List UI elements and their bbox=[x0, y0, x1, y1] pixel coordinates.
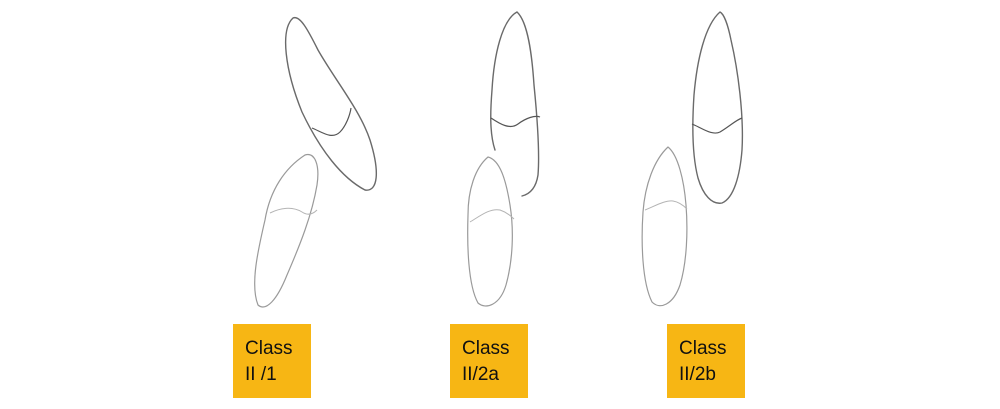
label-line-2: II /1 bbox=[245, 364, 277, 385]
label-class-ii-2a: Class II/2a bbox=[450, 324, 528, 398]
panel-class-ii-1 bbox=[254, 16, 378, 308]
label-class-ii-2b: Class II/2b bbox=[667, 324, 745, 398]
label-line-1: Class bbox=[462, 338, 510, 359]
upper-incisor-outline bbox=[284, 16, 378, 191]
lower-incisor-outline bbox=[254, 154, 319, 308]
lower-incisor-cej-line bbox=[644, 200, 688, 211]
panel-class-ii-2a bbox=[467, 11, 541, 307]
label-line-1: Class bbox=[245, 338, 293, 359]
lower-incisor-cej-line bbox=[469, 209, 515, 223]
upper-incisor-cej-line bbox=[311, 107, 352, 136]
lower-incisor-cej-line bbox=[269, 207, 318, 215]
panel-class-ii-2b bbox=[641, 11, 744, 307]
label-line-1: Class bbox=[679, 338, 727, 359]
upper-incisor-cej-line bbox=[691, 117, 743, 134]
lower-incisor-outline bbox=[467, 156, 513, 307]
lower-incisor-outline bbox=[641, 146, 688, 307]
upper-incisor-cej-line bbox=[490, 115, 541, 128]
label-line-2: II/2b bbox=[679, 364, 716, 385]
label-line-2: II/2a bbox=[462, 364, 499, 385]
upper-incisor-outline bbox=[692, 11, 744, 204]
upper-incisor-outline bbox=[490, 11, 540, 197]
label-class-ii-1: Class II /1 bbox=[233, 324, 311, 398]
